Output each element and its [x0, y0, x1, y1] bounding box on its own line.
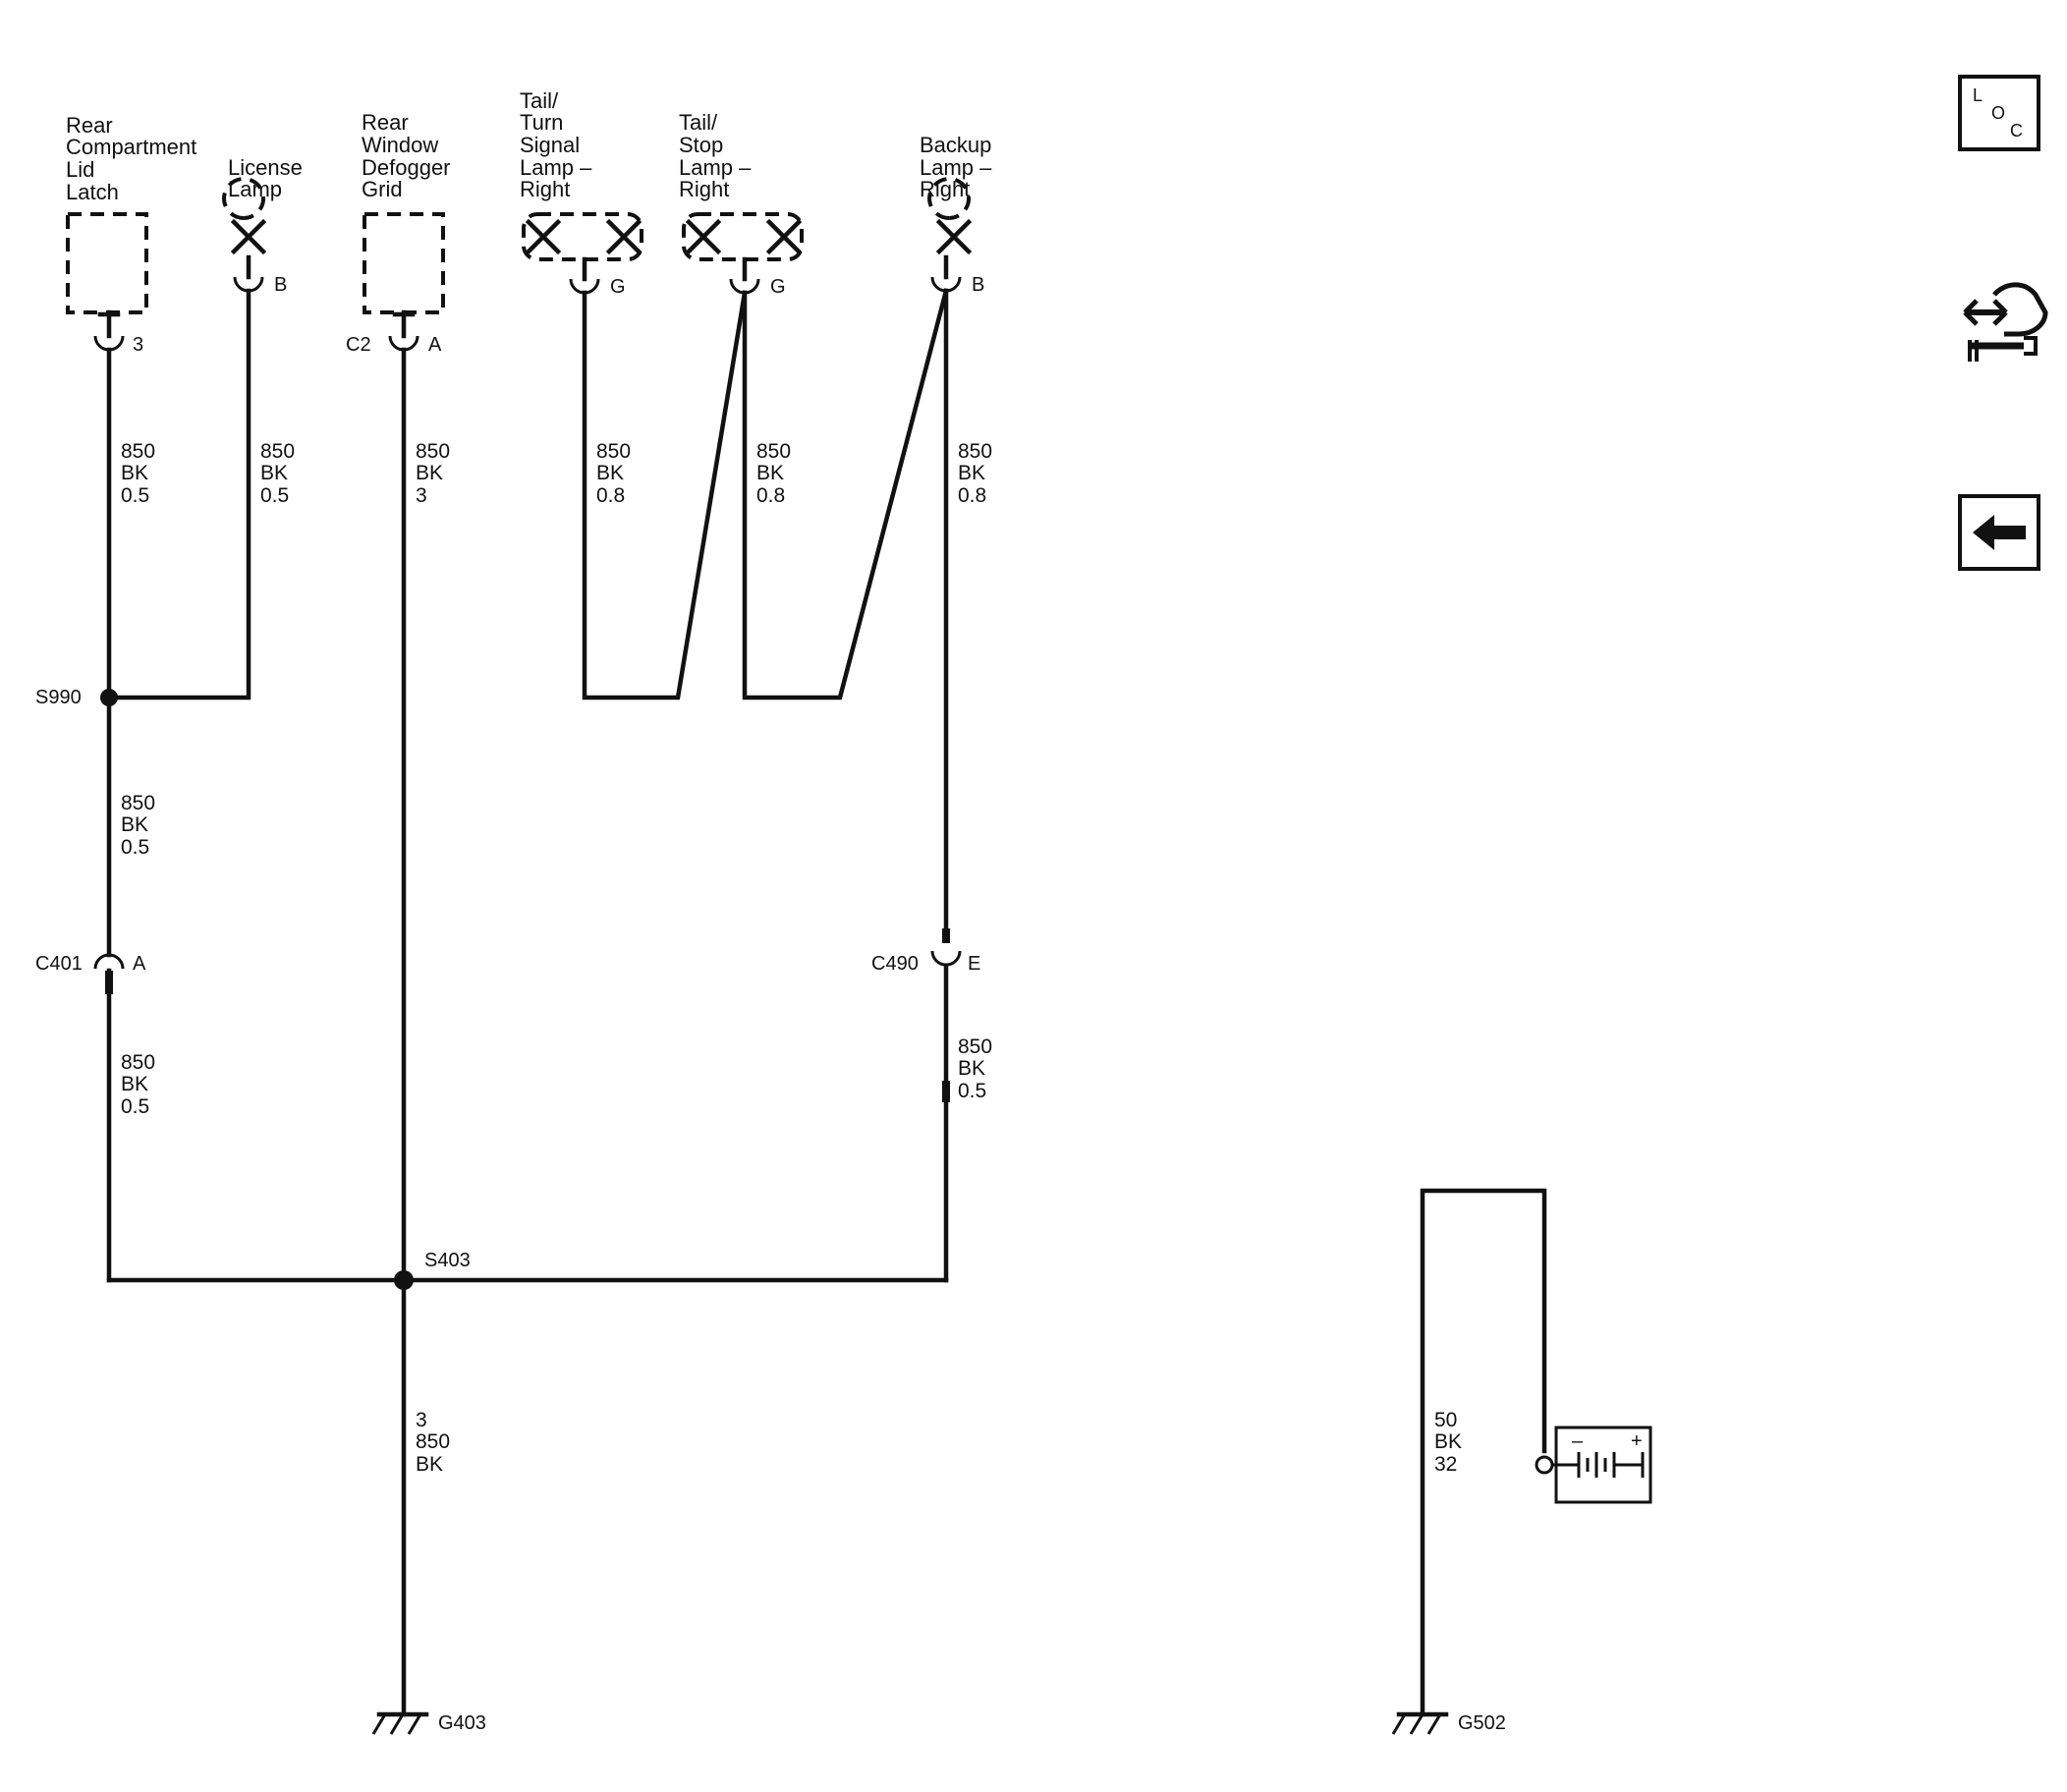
tail-turn-terminal: [569, 256, 600, 295]
back-button[interactable]: [1958, 494, 2040, 571]
wire-label-backup-upper: 850 BK 0.8: [958, 440, 998, 507]
splice-s403-dot: [394, 1270, 414, 1290]
connector-c490-label: C490: [871, 953, 919, 975]
wire-label-s990-to-c401: 850 BK 0.5: [121, 792, 161, 859]
wire-label-license: 850 BK 0.5: [260, 440, 301, 507]
license-terminal: [233, 254, 264, 293]
wire-label-latch-upper: 850 BK 0.5: [121, 440, 161, 507]
splice-s990-dot: [100, 689, 118, 706]
ground-g403-icon: [371, 1711, 429, 1735]
connector-end-view-icon: [1963, 282, 2048, 362]
location-view-icon: L: [1973, 85, 1983, 105]
label-rear-window-defogger-grid: Rear Window Defogger Grid: [362, 110, 457, 201]
latch-terminal: [93, 309, 125, 352]
connector-c2: C2: [346, 334, 371, 356]
location-view-icon-o: O: [1991, 103, 2005, 123]
backup-lamp-bulb-icon: [927, 177, 973, 255]
location-view-icon-c: C: [2010, 121, 2023, 140]
label-rear-compartment-lid-latch: Rear Compartment Lid Latch: [66, 113, 202, 204]
connector-c490-symbol: [930, 950, 962, 967]
ground-g502-icon: [1391, 1711, 1449, 1735]
pin-backup: B: [972, 274, 984, 296]
label-tail-stop-lamp-right: Tail/ Stop Lamp – Right: [679, 110, 757, 201]
pin-latch: 3: [133, 334, 143, 356]
wire-label-g502: 50 BK 32: [1434, 1409, 1468, 1476]
license-lamp-bulb-icon: [222, 177, 267, 255]
tail-stop-terminal: [729, 256, 760, 295]
connector-c401-label: C401: [35, 953, 83, 975]
wire-label-c490-to-s403: 850 BK 0.5: [958, 1036, 998, 1102]
wiring: [106, 288, 1547, 1717]
battery-plus-label: +: [1631, 1430, 1643, 1452]
wire-label-s403-to-g403: 3 850 BK: [416, 1409, 456, 1476]
ground-g403-label: G403: [438, 1712, 486, 1734]
pin-c401: A: [133, 953, 146, 975]
pin-tail-turn: G: [610, 276, 626, 298]
tail-stop-lamp-icon: [682, 212, 804, 261]
label-tail-turn-signal-lamp-right: Tail/ Turn Signal Lamp – Right: [520, 88, 598, 201]
label-backup-lamp-right: Backup Lamp – Right: [920, 133, 998, 201]
pin-c490: E: [968, 953, 980, 975]
wire-label-defogger: 850 BK 3: [416, 440, 456, 507]
backup-terminal: [930, 254, 962, 293]
rear-window-defogger-grid-box: [363, 212, 445, 314]
wire-label-tail-turn: 850 BK 0.8: [596, 440, 637, 507]
rear-compartment-lid-latch-box: [66, 212, 148, 314]
battery-minus-label: –: [1572, 1430, 1584, 1452]
splice-s403-label: S403: [424, 1250, 471, 1271]
tail-turn-signal-lamp-icon: [522, 212, 643, 261]
wire-label-tail-stop: 850 BK 0.8: [756, 440, 797, 507]
back-arrow-icon: [1973, 515, 2026, 550]
wire-label-c401-to-s403: 850 BK 0.5: [121, 1051, 161, 1118]
pin-defogger: A: [428, 334, 442, 356]
pin-license: B: [274, 274, 287, 296]
splice-s990-label: S990: [35, 687, 82, 708]
connector-c401-symbol: [93, 953, 125, 994]
ground-g502-label: G502: [1458, 1712, 1506, 1734]
pin-tail-stop: G: [770, 276, 786, 298]
connector-end-view-button[interactable]: [1963, 282, 2048, 362]
defogger-terminal: [388, 309, 419, 352]
battery-icon: [1535, 1426, 1652, 1504]
location-view-button[interactable]: L O C: [1958, 75, 2040, 151]
